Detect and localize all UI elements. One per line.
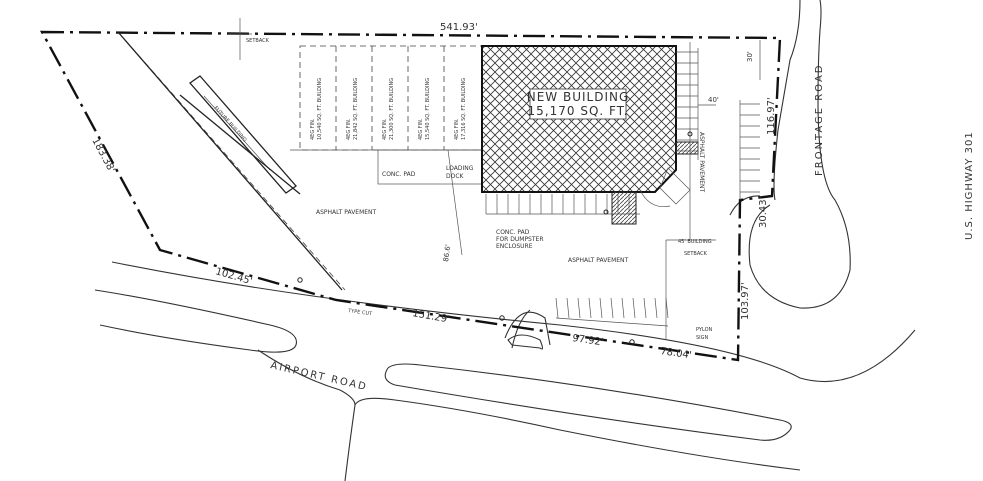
dim-left: 183.38' [89, 136, 116, 174]
dim-small-top: 30' [746, 51, 754, 62]
future-pad-4a: 4EG FIN. [418, 118, 424, 140]
pavement-mid-label: ASPHALT PAVEMENT [568, 257, 629, 264]
conc-pad-label: CONC. PAD [382, 171, 416, 178]
dim-right-mid: 30.43' [758, 197, 769, 228]
future-building-pads [290, 45, 483, 185]
dumpster-label-2: FOR DUMPSTER [496, 236, 544, 243]
parking-stall-line [555, 317, 669, 327]
future-pad-1b: 10,540 SQ. FT. BUILDING [317, 78, 323, 140]
loading-dock-label-2: DOCK [446, 173, 465, 180]
pavement-right-label: ASPHALT PAVEMENT [698, 132, 705, 193]
left-landscape-strip [117, 31, 343, 291]
future-pad-3a: 4EG FIN. [382, 118, 388, 140]
setback-label-1: 45' BUILDING [678, 239, 712, 245]
future-pad-labels: 4EG FIN. 10,540 SQ. FT. BUILDING 4EG FIN… [310, 78, 467, 140]
new-building: NEW BUILDING 15,170 SQ. FT. [481, 45, 699, 225]
dim-front-far: 78.04' [660, 346, 693, 361]
pylon-label-1: PYLON [696, 327, 713, 333]
dim-inner: 86.6' [442, 244, 452, 263]
dim-front-right: 97.92' [572, 333, 605, 348]
setback-label-2: SETBACK [684, 251, 708, 257]
dumpster-label-3: ENCLOSURE [496, 243, 533, 250]
pavement-left-label: ASPHALT PAVEMENT [316, 209, 377, 216]
dim-right-lower: 103.97' [740, 282, 751, 320]
future-pad-2a: 4EG FIN. [346, 118, 352, 140]
future-pad-1a: 4EG FIN. [310, 118, 316, 140]
airport-road [94, 261, 916, 481]
future-pad-2b: 21,842 SQ. FT. BUILDING [353, 78, 359, 140]
parking-stall-line [632, 297, 636, 319]
future-pad-3b: 21,300 SQ. FT. BUILDING [389, 78, 395, 140]
dim-top: 541.93' [440, 22, 478, 33]
future-pad-5b: 17,316 SQ. FT. BUILDING [461, 78, 467, 140]
dim-small-mid: 40' [708, 96, 719, 104]
highway-label: U.S. HIGHWAY 301 [964, 131, 975, 240]
dimension-lines [228, 18, 761, 340]
parking-stall-line [643, 297, 647, 319]
parking-stall-line [621, 297, 625, 319]
dim-right-upper: 116.97' [766, 97, 777, 135]
setback-top-label: SETBACK [246, 38, 270, 44]
site-markers [297, 131, 693, 345]
dim-front-mid: 151.29' [411, 308, 450, 325]
future-pad-5a: 4EG FIN. [454, 118, 460, 140]
future-pad-4b: 15,540 SQ. FT. BUILDING [425, 78, 431, 140]
inner-boundary [117, 31, 346, 291]
parking-stall-line [610, 297, 614, 319]
parking-stall-line [555, 297, 559, 319]
parking-stall-line [577, 297, 581, 319]
building-title: NEW BUILDING [527, 90, 630, 104]
parking-stall-line [566, 297, 570, 319]
frontage-road-label: FRONTAGE ROAD [814, 64, 825, 176]
property-boundary [39, 30, 782, 362]
parking-stall-line [588, 297, 592, 319]
parking-stalls [485, 48, 760, 327]
pylon-label-2: SIGN [696, 335, 709, 341]
frontage-road [729, 0, 851, 309]
parking-stall-line [599, 297, 603, 319]
loading-dock-label-1: LOADING [446, 165, 474, 172]
parking-stall-line [654, 297, 658, 319]
building-area: 15,170 SQ. FT. [528, 104, 629, 118]
airport-road-label: AIRPORT ROAD [269, 360, 368, 393]
dumpster-label-1: CONC. PAD [496, 229, 530, 236]
curb-cut-label: TYPE CUT [347, 308, 374, 318]
